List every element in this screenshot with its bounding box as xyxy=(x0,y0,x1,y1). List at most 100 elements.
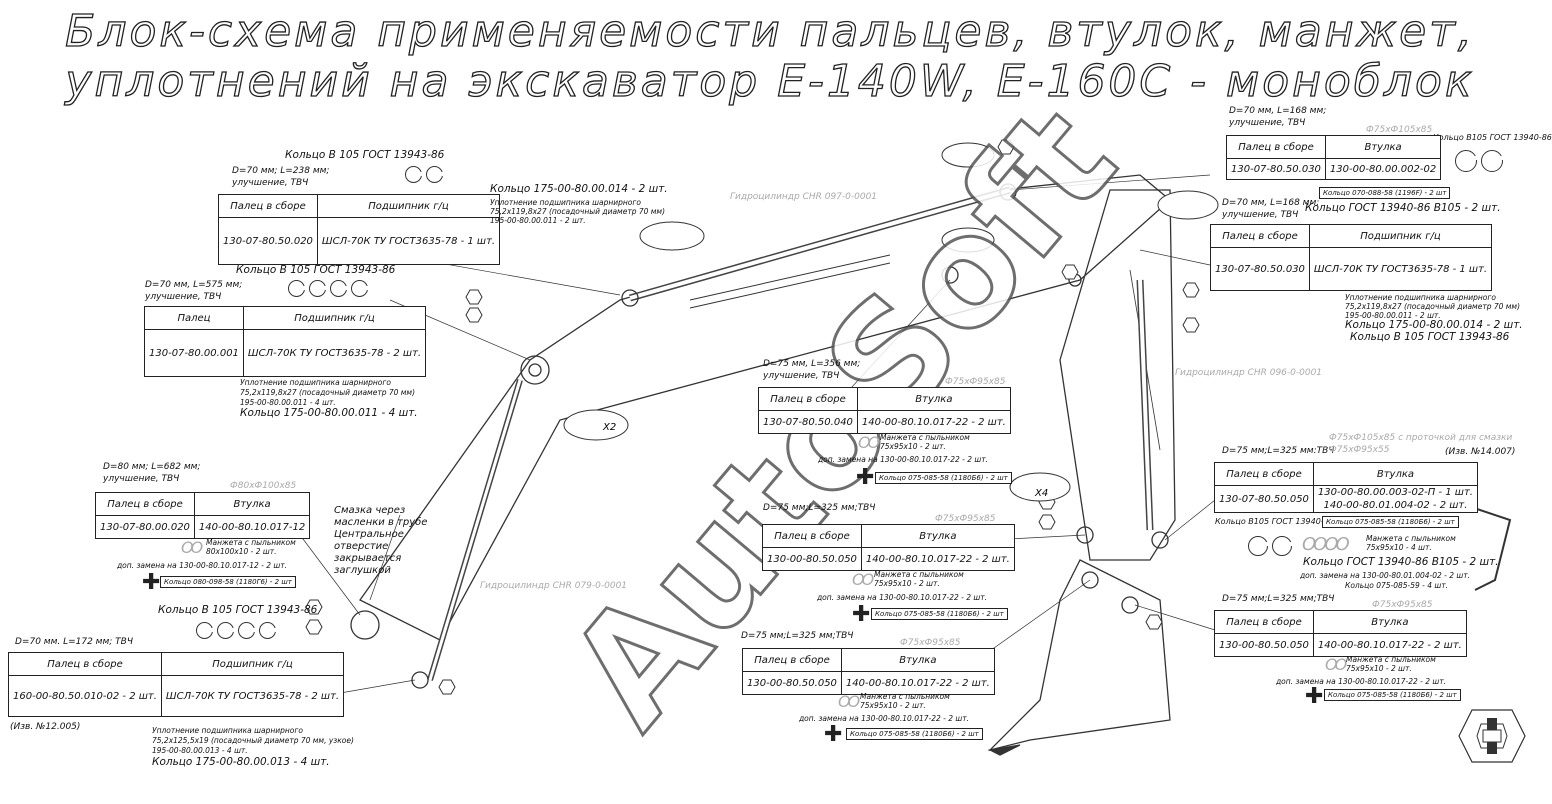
b5-spec2: улучшение, ТВЧ xyxy=(1229,118,1306,128)
b8-m1: Манжета с пыльником xyxy=(874,570,964,579)
b7-spec2: улучшение, ТВЧ xyxy=(763,371,840,381)
lube-note-1: Смазка через xyxy=(334,505,406,516)
b9-alt: доп. замена на 130-00-80.01.004-02 - 2 ш… xyxy=(1300,571,1471,580)
b11-m1: Манжета с пыльником xyxy=(860,692,950,701)
b6-r1: Кольцо 175-00-80.00.014 - 2 шт. xyxy=(1345,319,1523,331)
b11-v1: 130-00-80.50.050 xyxy=(742,671,842,695)
b11-h2: Втулка xyxy=(840,648,995,672)
diagram-title-line2: уплотнений на экскаватор Е-140W, Е-160С … xyxy=(65,56,1475,107)
b7-seal-icon: OO xyxy=(858,433,880,452)
b11-v2: 140-00-80.10.017-22 - 2 шт. xyxy=(840,671,995,695)
b3-seal-icon: OO xyxy=(181,538,203,557)
b5-ring-label: Кольцо В105 ГОСТ 13940-86 xyxy=(1433,133,1552,142)
b10-m1: Манжета с пыльником xyxy=(1346,655,1436,664)
b1-spec2: улучшение, ТВЧ xyxy=(232,178,309,188)
b1-h2: Подшипник г/ц xyxy=(316,194,501,218)
b1-ring-label: Кольцо В 105 ГОСТ 13943-86 xyxy=(285,149,445,161)
b2-spec2: улучшение, ТВЧ xyxy=(145,292,222,302)
b8-spec1: D=75 мм;L=325 мм;ТВЧ xyxy=(763,503,876,513)
b10-seal-icon: OO xyxy=(1325,655,1347,674)
b11-box: Кольцо 075-085-58 (1180Б6) - 2 шт xyxy=(846,728,983,740)
b1-rings xyxy=(405,166,444,183)
b9-m1: Манжета с пыльником xyxy=(1366,534,1456,543)
b5-box: Кольцо 070-088-58 (1196F) - 2 шт xyxy=(1319,187,1451,199)
b6-n2: 75,2x119,8x27 (посадочный диаметр 70 мм) xyxy=(1345,302,1521,311)
b6-n1: Уплотнение подшипника шарнирного xyxy=(1345,293,1496,302)
b3-v1: 130-07-80.00.020 xyxy=(95,515,195,539)
b3-v2: 140-00-80.10.017-12 xyxy=(193,515,311,539)
b9-r1: Кольцо ГОСТ 13940-86 В105 - 2 шт. xyxy=(1303,556,1499,568)
cylinder-label-1: Гидроцилиндр CHR 097-0-0001 xyxy=(730,192,878,202)
bucket-outline xyxy=(987,559,1171,752)
lube-note-3: Центральное xyxy=(334,529,404,540)
callout-x4: X4 xyxy=(1034,488,1048,499)
b5-spec1: D=70 мм, L=168 мм; xyxy=(1229,106,1327,116)
arm-outline xyxy=(1059,189,1176,561)
b3-spec2: улучшение, ТВЧ xyxy=(103,474,180,484)
b10-h1: Палец в сборе xyxy=(1214,610,1314,634)
b4-rings xyxy=(196,622,277,639)
b3-plus-icon: ✚ xyxy=(142,570,161,595)
b5-dim: Ф75xФ105x85 xyxy=(1366,125,1433,135)
b3-spec1: D=80 мм; L=682 мм; xyxy=(103,462,201,472)
b6-h1: Палец в сборе xyxy=(1210,224,1310,248)
boom-outline xyxy=(359,174,1171,641)
b11-alt: доп. замена на 130-00-80.10.017-22 - 2 ш… xyxy=(799,714,970,723)
b5-h2: Втулка xyxy=(1324,135,1442,159)
b5-rings xyxy=(1455,150,1504,172)
b10-v2: 140-00-80.10.017-22 - 2 шт. xyxy=(1312,633,1467,657)
b10-m2: 75x95x10 - 2 шт. xyxy=(1346,664,1412,673)
b10-dim: Ф75xФ95x85 xyxy=(1372,600,1433,610)
b1-spec1: D=70 мм; L=238 мм; xyxy=(232,166,330,176)
b8-alt: доп. замена на 130-00-80.10.017-22 - 2 ш… xyxy=(817,593,988,602)
b6-h2: Подшипник г/ц xyxy=(1308,224,1493,248)
lube-note-2: масленки в трубе xyxy=(334,517,428,528)
b8-plus-icon: ✚ xyxy=(852,602,871,627)
b7-v2: 140-00-80.10.017-22 - 2 шт. xyxy=(856,410,1011,434)
b5-h1: Палец в сборе xyxy=(1226,135,1326,159)
b9-h2: Втулка xyxy=(1312,462,1478,486)
lube-note: Смазка через масленки в трубе Центрально… xyxy=(334,505,427,577)
b10-h2: Втулка xyxy=(1312,610,1467,634)
b6-spec1: D=70 мм, L=168 мм; xyxy=(1222,198,1320,208)
b8-h1: Палец в сборе xyxy=(762,524,862,548)
b2-n1: Уплотнение подшипника шарнирного xyxy=(240,378,391,387)
b7-box: Кольцо 075-085-58 (1180Б6) - 2 шт xyxy=(875,472,1012,484)
b9-ring-label: Кольцо В105 ГОСТ 13940-86 xyxy=(1215,517,1334,526)
b11-m2: 75x95x10 - 2 шт. xyxy=(860,701,926,710)
lube-note-4: отверстие xyxy=(334,541,389,552)
b2-n2: 75,2x119,8x27 (посадочный диаметр 70 мм) xyxy=(240,388,416,397)
b7-plus-icon: ✚ xyxy=(856,465,875,490)
grease-fitting-icon xyxy=(1458,709,1526,763)
b3-box: Кольцо 080-098-58 (1180Г6) - 2 шт xyxy=(160,576,296,588)
b4-izv: (Изв. №12.005) xyxy=(10,722,81,732)
b2-v2: ШСЛ-70К ТУ ГОСТ3635-78 - 2 шт. xyxy=(242,329,427,377)
b10-spec1: D=75 мм;L=325 мм;ТВЧ xyxy=(1222,594,1335,604)
b8-m2: 75x95x10 - 2 шт. xyxy=(874,579,940,588)
b9-seal-icon: OOOO xyxy=(1302,534,1350,555)
callout-x2: X2 xyxy=(602,422,616,433)
b6-v2: ШСЛ-70К ТУ ГОСТ3635-78 - 1 шт. xyxy=(1308,247,1493,291)
b1-r1: Кольцо 175-00-80.00.014 - 2 шт. xyxy=(490,183,668,195)
b2-ring-label: Кольцо В 105 ГОСТ 13943-86 xyxy=(236,264,396,276)
b3-h1: Палец в сборе xyxy=(95,492,195,516)
lube-note-6: заглушкой xyxy=(334,565,391,576)
b9-izv: (Изв. №14.007) xyxy=(1445,447,1516,457)
b6-n3: 195-00-80.00.011 - 2 шт. xyxy=(1345,311,1441,320)
b9-r2: Кольцо 075-085-59 - 4 шт. xyxy=(1345,581,1449,590)
b3-m1: Манжета с пыльником xyxy=(206,538,296,547)
b9-v2a: 130-00-80.00.003-02-П - 1 шт. xyxy=(1312,485,1478,499)
b10-plus-icon: ✚ xyxy=(1305,684,1324,709)
b8-v2: 140-00-80.10.017-22 - 2 шт. xyxy=(860,547,1015,571)
b4-n2: 75,2x125,5x19 (посадочный диаметр 70 мм,… xyxy=(152,736,354,745)
